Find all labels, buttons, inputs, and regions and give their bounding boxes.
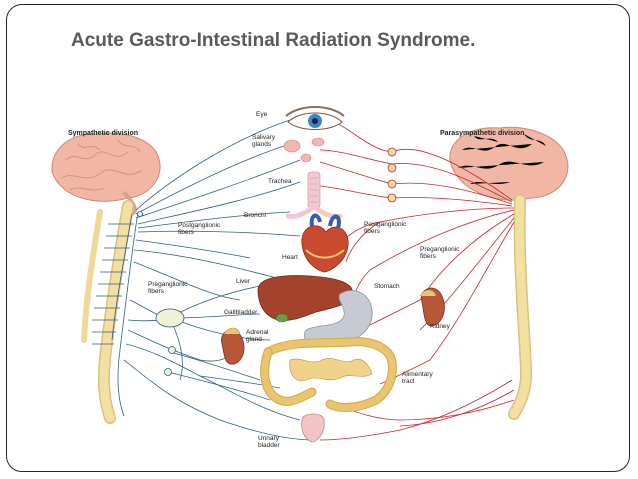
- kidney-right-organ: [419, 287, 445, 327]
- heart-organ: [301, 213, 349, 273]
- label-eye: Eye: [256, 111, 268, 118]
- label-preganglionic-right-2: fibers: [420, 253, 437, 260]
- adrenal-kidney-left-organ: [221, 327, 245, 365]
- sympathetic-division-heading: Sympathetic division: [68, 130, 138, 137]
- label-alimentary-1: Alimentary: [402, 371, 433, 378]
- label-salivary-2: glands: [252, 141, 272, 148]
- sympathetic-chain: [92, 211, 139, 417]
- label-gallbladder: Gallbladder: [224, 309, 258, 316]
- label-preganglionic-right-1: Preganglionic: [420, 246, 460, 253]
- label-bladder-1: Urinary: [258, 435, 280, 442]
- right-spinal-cord: [508, 194, 533, 420]
- label-liver: Liver: [236, 278, 251, 285]
- left-spinal-cord: [81, 200, 134, 424]
- slide-title: Acute Gastro-Intestinal Radiation Syndro…: [71, 30, 476, 51]
- label-trachea: Trachea: [268, 178, 292, 185]
- label-postganglionic-left-2: fibers: [178, 229, 195, 236]
- label-postganglionic-right-2: fibers: [364, 228, 381, 235]
- label-salivary-1: Salivary: [252, 134, 276, 141]
- parasympathetic-ganglia: [387, 147, 397, 203]
- parasympathetic-division-heading: Parasympathetic division: [440, 130, 524, 137]
- salivary-glands-organ: [283, 137, 325, 163]
- left-brain: [51, 132, 161, 216]
- label-kidney: Kidney: [430, 323, 451, 330]
- sympathetic-ganglia: [137, 211, 185, 376]
- label-bladder-2: bladder: [258, 442, 281, 449]
- label-postganglionic-left-1: Postganglionic: [178, 222, 221, 229]
- eye-organ: [285, 106, 345, 130]
- urinary-bladder-organ: [301, 413, 325, 443]
- right-brain: [449, 126, 569, 201]
- label-preganglionic-left-1: Preganglionic: [148, 281, 188, 288]
- gallbladder-organ: [275, 313, 289, 323]
- label-alimentary-2: tract: [402, 378, 415, 385]
- alimentary-tract-organ: [260, 337, 397, 412]
- trachea-bronchi-organ: [285, 171, 343, 219]
- label-preganglionic-left-2: fibers: [148, 288, 165, 295]
- label-stomach: Stomach: [374, 283, 400, 290]
- parasympathetic-nerves: [319, 121, 515, 441]
- label-bronchi: Bronchi: [244, 212, 266, 219]
- liver-organ: [257, 275, 353, 321]
- label-adrenal-2: gland: [246, 336, 262, 343]
- label-postganglionic-right-1: Postganglionic: [364, 221, 407, 228]
- label-adrenal-1: Adrenal: [246, 329, 269, 336]
- label-heart: Heart: [282, 254, 298, 261]
